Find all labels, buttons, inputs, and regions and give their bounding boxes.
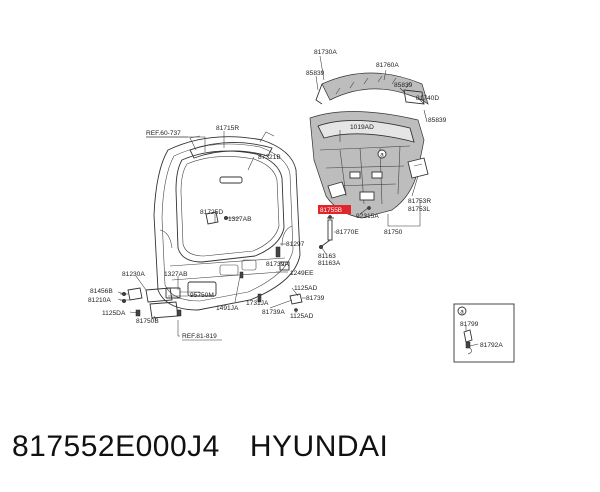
callout-a-main: a <box>380 152 384 159</box>
label-1249EE: 1249EE <box>290 270 314 277</box>
label-81753L: 81753L <box>408 206 430 213</box>
label-81739: 81739 <box>306 295 325 302</box>
label-85839-mid: 85839 <box>394 82 413 89</box>
label-81755-highlighted[interactable]: 81755B <box>320 207 342 214</box>
highlighted-part-box[interactable] <box>318 205 351 214</box>
label-81739A-upper: 81739A <box>266 261 289 268</box>
gas-strut <box>318 206 371 250</box>
leader-lines <box>117 55 479 347</box>
label-81210A: 81210A <box>88 297 111 304</box>
inset-detail <box>453 303 515 363</box>
label-81792A: 81792A <box>480 342 503 349</box>
label-81297: 81297 <box>286 241 305 248</box>
label-1125AD-upper: 1125AD <box>294 285 318 292</box>
label-81760A: 81760A <box>376 62 399 69</box>
label-92315A: 92315A <box>356 213 379 220</box>
label-81799: 81799 <box>460 321 479 328</box>
tailgate-exploded-diagram: REF.60-737 81715R 87321B 81725D 1327AB 8… <box>88 49 515 363</box>
brand-name: HYUNDAI <box>249 430 389 463</box>
label-1731JA: 1731JA <box>246 300 269 307</box>
label-81753R: 81753R <box>408 198 431 205</box>
label-81163A: 81163A <box>318 260 341 267</box>
label-1491JA: 1491JA <box>216 305 239 312</box>
label-81715R: 81715R <box>216 125 239 132</box>
ref-label-bottom[interactable]: REF.81-819 <box>182 333 217 340</box>
label-81770E: 81770E <box>336 229 359 236</box>
label-81163: 81163 <box>318 253 336 260</box>
part-number: 817552E000J4 <box>12 430 220 463</box>
trim-upper <box>315 72 429 105</box>
label-81725D: 81725D <box>200 209 223 216</box>
label-81739A-lower: 81739A <box>262 309 285 316</box>
callout-a-inset: a <box>460 309 464 316</box>
label-1125DA: 1125DA <box>102 310 126 317</box>
part-caption: 817552E000J4 HYUNDAI <box>12 430 388 464</box>
label-95750M: 95750M <box>190 292 214 299</box>
label-81750B: 81750B <box>136 318 159 325</box>
label-85839-left: 85839 <box>306 70 325 77</box>
label-1327AB-lower: 1327AB <box>164 271 188 278</box>
part-labels: REF.60-737 81715R 87321B 81725D 1327AB 8… <box>88 49 503 349</box>
label-87321B: 87321B <box>258 154 281 161</box>
label-81230A: 81230A <box>122 271 145 278</box>
tailgate-panel <box>153 131 301 311</box>
label-1125AD-lower: 1125AD <box>290 313 314 320</box>
label-1019AD: 1019AD <box>350 124 374 131</box>
label-81740D: 81740D <box>416 95 439 102</box>
small-fasteners <box>205 211 303 312</box>
label-81750: 81750 <box>384 229 403 236</box>
trim-lower-panel <box>309 111 429 219</box>
label-85839-right: 85839 <box>428 117 447 124</box>
ref-label-top[interactable]: REF.60-737 <box>146 130 181 137</box>
label-81456B: 81456B <box>90 288 113 295</box>
label-81730A: 81730A <box>314 49 337 56</box>
label-1327AB-upper: 1327AB <box>228 216 252 223</box>
